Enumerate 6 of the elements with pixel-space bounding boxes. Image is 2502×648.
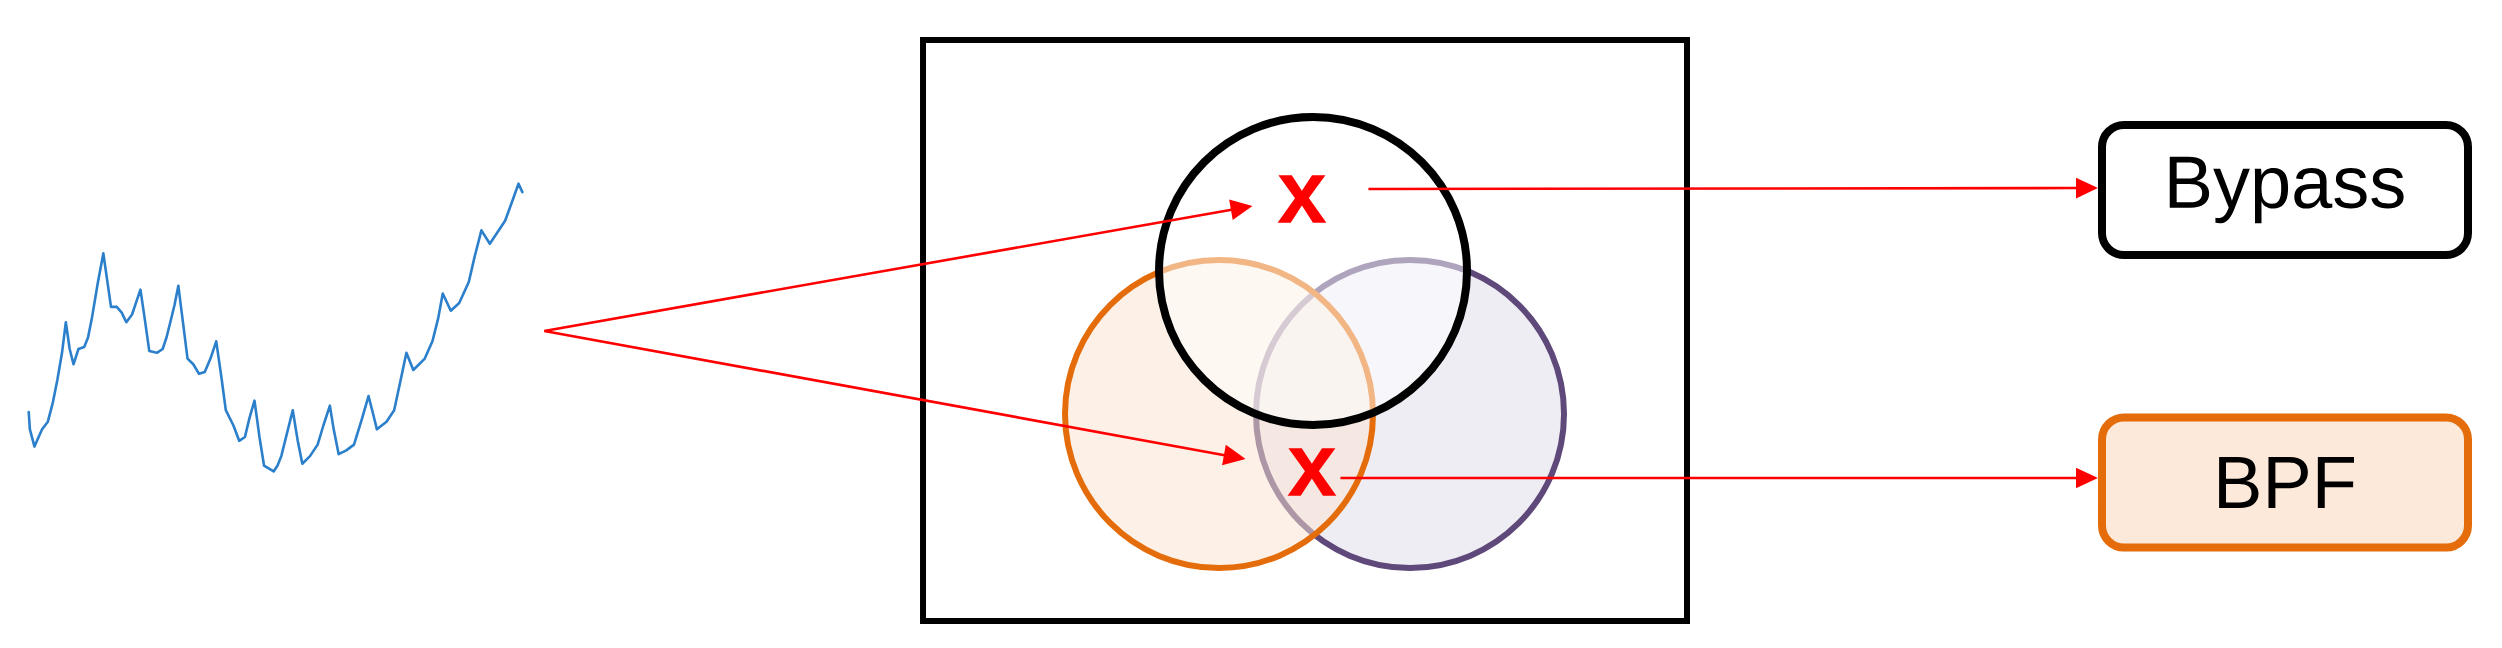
outer-frame (920, 37, 1690, 624)
x-mark: x (1277, 175, 1327, 223)
signal-waveform (27, 182, 524, 473)
process-box: Bypass (2098, 121, 2472, 259)
process-box: BPF (2098, 413, 2472, 552)
x-mark: x (1287, 448, 1337, 496)
